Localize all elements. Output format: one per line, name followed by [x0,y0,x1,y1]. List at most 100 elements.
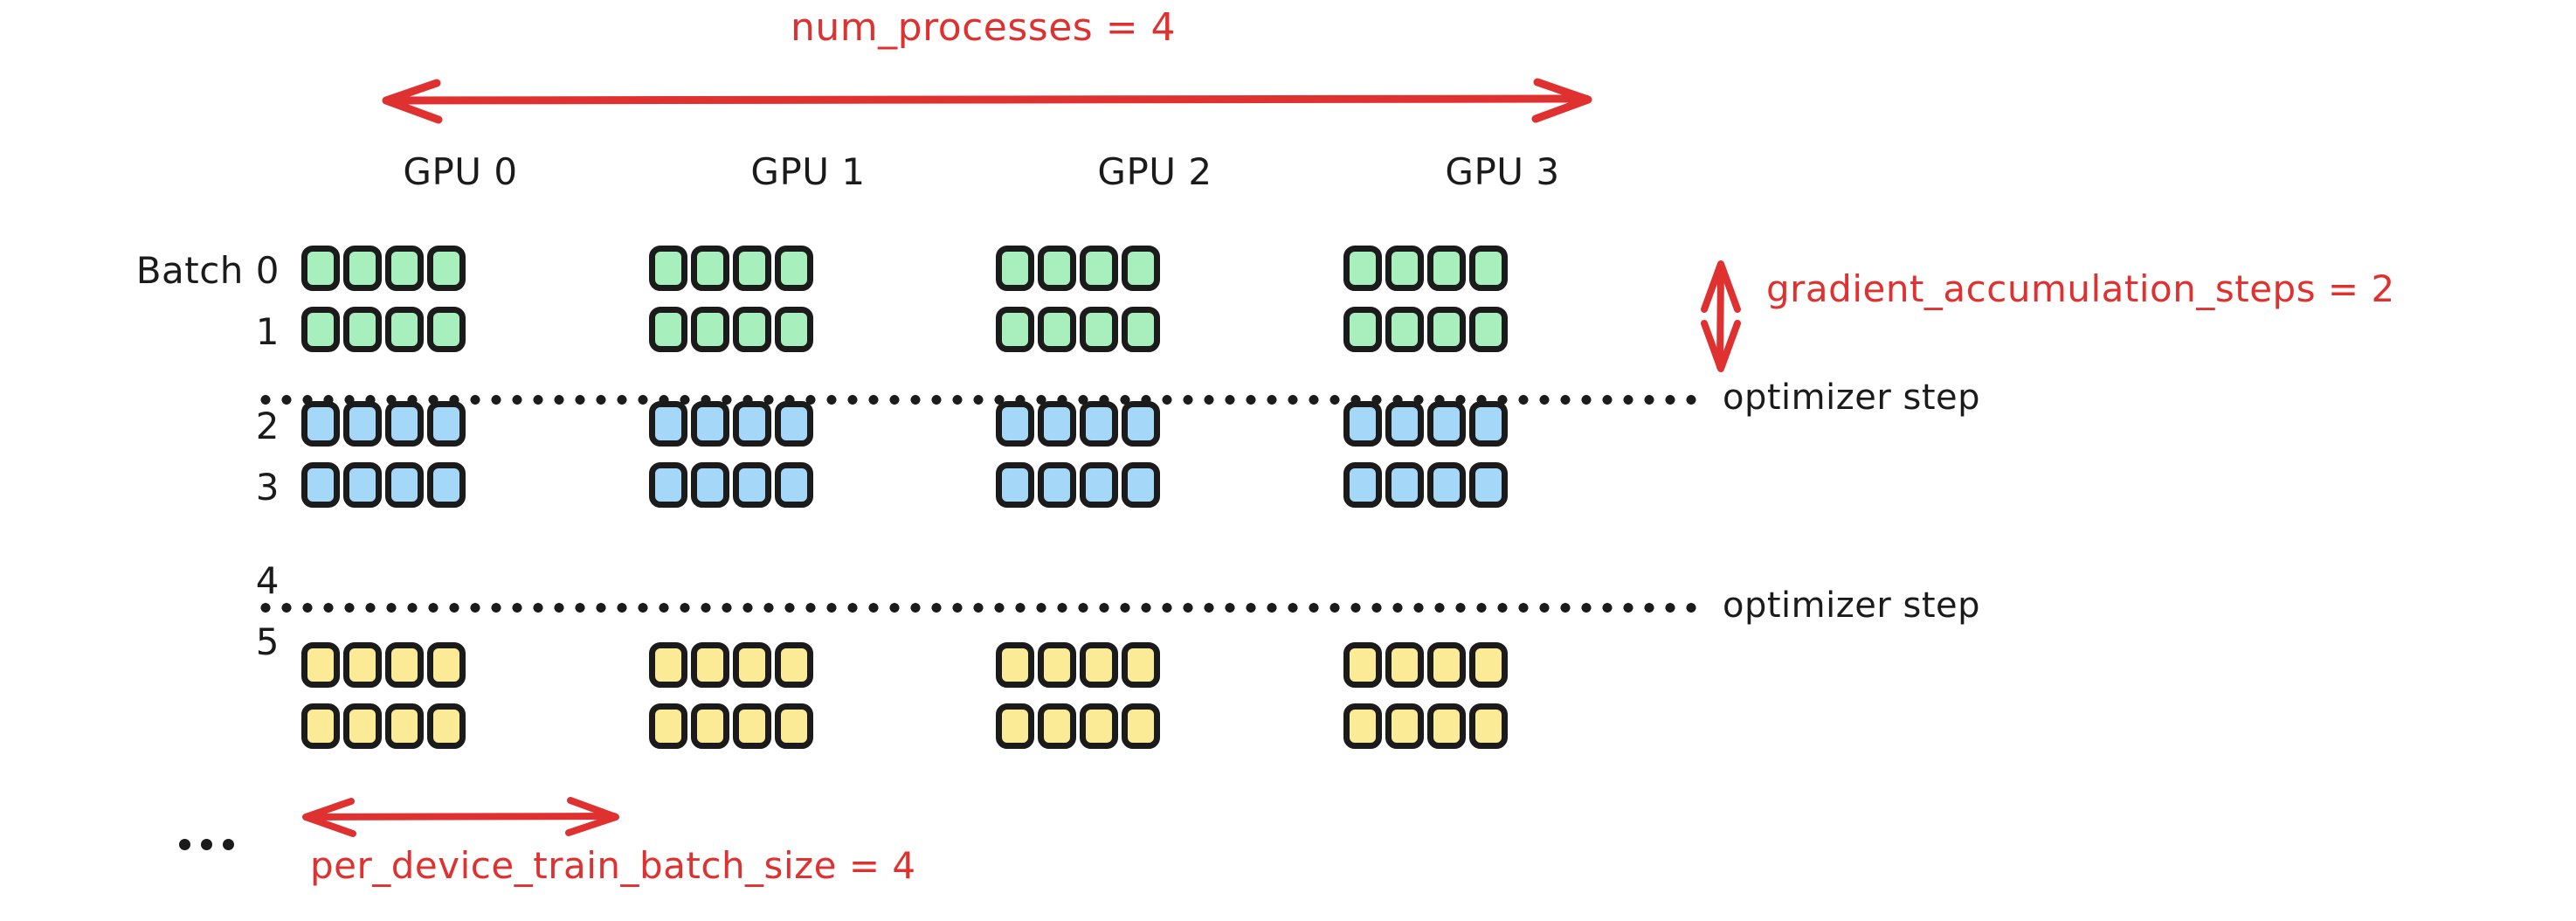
batch-cell [343,307,382,352]
batch-cell [427,246,466,291]
batch-cell [427,703,466,749]
batch-cell [1469,462,1508,508]
batch-cell [1080,307,1118,352]
batch-cell [996,703,1034,749]
ellipsis-dot [179,839,190,850]
row-label-batch-0: Batch 0 [17,249,280,292]
batch-cell [691,246,729,291]
batch-cell [691,401,729,447]
batch-cell [1080,246,1118,291]
batch-cell [1469,246,1508,291]
row-label-batch-0-text: Batch 0 [135,249,280,292]
row-label-1: 1 [17,310,280,353]
batch-row-4-gpu-0 [301,642,466,688]
column-header-gpu-2-label: GPU 2 [1097,150,1212,193]
per-device-train-batch-size-label: per_device_train_batch_size = 4 [310,844,916,887]
gradient-accumulation-steps-label: gradient_accumulation_steps = 2 [1766,267,2395,310]
batch-cell [1385,401,1424,447]
batch-cell [427,462,466,508]
batch-cell [1427,307,1466,352]
batch-cell [691,642,729,688]
batch-row-0-gpu-3 [1343,246,1508,291]
batch-cell [1427,703,1466,749]
batch-cell [1038,307,1076,352]
row-label-5-text: 5 [255,620,280,663]
column-header-gpu-3-label: GPU 3 [1445,150,1560,193]
batch-cell [1385,307,1424,352]
column-header-gpu-3: GPU 3 [1336,150,1668,193]
batch-row-5-gpu-3 [1343,703,1508,749]
row-label-2-text: 2 [255,405,280,447]
batch-cell [733,246,771,291]
batch-cell [343,703,382,749]
batch-cell [691,703,729,749]
optimizer-step-label-1: optimizer step [1723,377,1981,418]
batch-cell [301,703,340,749]
batch-cell [1343,462,1382,508]
batch-cell [1469,642,1508,688]
batch-cell [1427,462,1466,508]
batch-row-3-gpu-2 [996,462,1160,508]
row-label-1-text: 1 [255,310,280,353]
batch-cell [1038,642,1076,688]
batch-cell [343,401,382,447]
batch-cell [649,246,687,291]
batch-cell [996,642,1034,688]
row-label-5: 5 [17,620,280,663]
batch-cell [385,246,424,291]
batch-cell [1343,703,1382,749]
batch-cell [385,307,424,352]
batch-cell [649,703,687,749]
batch-cell [775,642,813,688]
batch-cell [1385,642,1424,688]
batch-row-0-gpu-2 [996,246,1160,291]
num-processes-arrow [382,78,1592,124]
batch-cell [1080,703,1118,749]
batch-cell [775,462,813,508]
batch-cell [1343,401,1382,447]
row-label-3-text: 3 [255,466,280,509]
batch-cell [1343,642,1382,688]
batch-cell [649,642,687,688]
batch-cell [1038,703,1076,749]
batch-row-5-gpu-0 [301,703,466,749]
batch-cell [1122,462,1160,508]
per-device-batch-size-arrow [302,797,619,837]
batch-row-3-gpu-3 [1343,462,1508,508]
batch-row-2-gpu-0 [301,401,466,447]
batch-cell [301,401,340,447]
batch-cell [733,401,771,447]
batch-cell [301,307,340,352]
batch-cell [996,401,1034,447]
batch-cell [996,462,1034,508]
batch-cell [733,642,771,688]
batch-cell [649,401,687,447]
batch-cell [1122,307,1160,352]
batch-row-4-gpu-2 [996,642,1160,688]
batch-cell [385,462,424,508]
batch-cell [343,642,382,688]
batch-row-4-gpu-3 [1343,642,1508,688]
optimizer-step-separator-1 [255,395,1705,405]
batch-cell [775,703,813,749]
column-header-gpu-2: GPU 2 [989,150,1321,193]
gradient-accumulation-arrow [1701,260,1741,372]
batch-cell [343,246,382,291]
batch-cell [1343,246,1382,291]
batch-cell [1427,401,1466,447]
batch-cell [385,401,424,447]
batch-row-5-gpu-1 [649,703,813,749]
ellipsis-dot [223,839,234,850]
batch-row-2-gpu-2 [996,401,1160,447]
batch-cell [996,246,1034,291]
batch-cell [691,462,729,508]
batch-cell [1038,246,1076,291]
batch-cell [385,703,424,749]
batch-row-0-gpu-0 [301,246,466,291]
batch-row-4-gpu-1 [649,642,813,688]
column-header-gpu-1: GPU 1 [642,150,974,193]
batch-cell [733,307,771,352]
row-label-3: 3 [17,466,280,509]
column-header-gpu-0: GPU 0 [294,150,626,193]
batch-cell [1343,307,1382,352]
